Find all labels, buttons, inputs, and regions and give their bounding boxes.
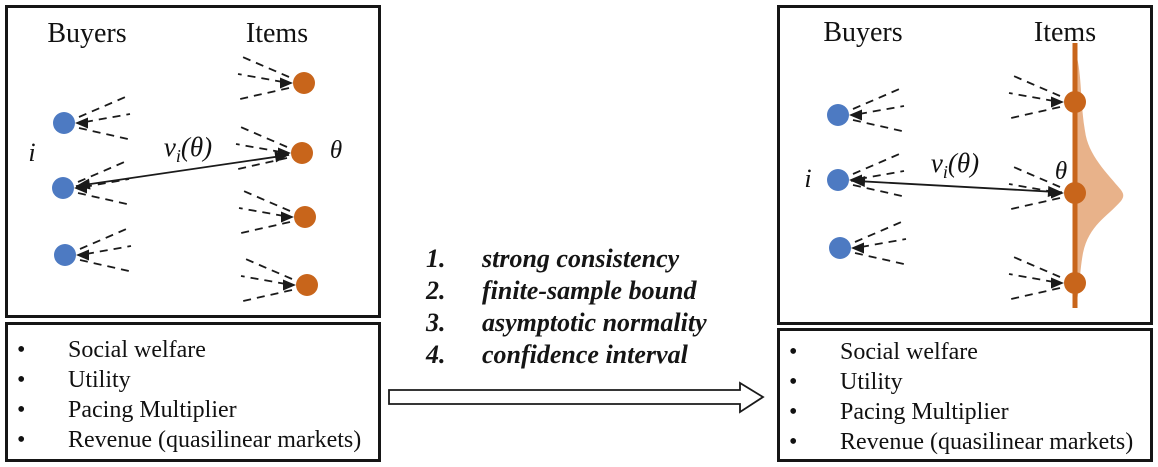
buyers-title: Buyers [823, 17, 902, 48]
dashed-bid-arrows [237, 54, 294, 100]
valuation-label: vi(θ) [164, 132, 212, 166]
buyer-node [53, 112, 75, 134]
item-type-label: θ [330, 137, 342, 164]
list-item: Social welfare [8, 335, 378, 365]
dashed-bid-arrows [850, 219, 907, 265]
buyer-node [827, 104, 849, 126]
result-number: 2. [426, 276, 446, 305]
buyer-index-label: i [804, 164, 811, 193]
valuation-arrow [850, 179, 1063, 194]
list-item: Pacing Multiplier [780, 397, 1150, 427]
item-node [1064, 182, 1086, 204]
left-market-panel [5, 5, 381, 318]
dashed-bid-arrows [848, 151, 905, 197]
buyer-node [52, 177, 74, 199]
list-item: Revenue (quasilinear markets) [8, 425, 378, 455]
result-label: asymptotic normality [482, 308, 707, 337]
dashed-bid-arrows [235, 124, 292, 170]
result-number: 1. [426, 244, 446, 273]
dashed-bid-arrows [75, 226, 132, 272]
list-item: Pacing Multiplier [8, 395, 378, 425]
list-item: Revenue (quasilinear markets) [780, 427, 1150, 457]
buyers-title: Buyers [47, 18, 126, 49]
result-label: finite-sample bound [482, 276, 697, 305]
item-node [291, 142, 313, 164]
implies-arrow-icon [388, 381, 765, 414]
items-title: Items [246, 18, 308, 49]
list-item-label: Utility [840, 369, 903, 395]
dashed-bid-arrows [1008, 254, 1065, 300]
result-number: 4. [426, 340, 446, 369]
result-item: 1. strong consistency [420, 243, 707, 275]
item-node [294, 206, 316, 228]
dashed-bid-arrows [240, 256, 297, 302]
result-item: 4. confidence interval [420, 339, 707, 371]
list-item-label: Social welfare [68, 337, 206, 363]
buyer-index-label: i [28, 138, 35, 167]
list-item-label: Revenue (quasilinear markets) [68, 427, 362, 453]
item-node [1064, 272, 1086, 294]
list-item-label: Pacing Multiplier [68, 397, 237, 423]
item-node [293, 72, 315, 94]
dashed-bid-arrows [848, 86, 905, 132]
result-item: 3. asymptotic normality [420, 307, 707, 339]
buyer-node [54, 244, 76, 266]
results-list: 1. strong consistency 2. finite-sample b… [420, 243, 707, 371]
list-item: Utility [780, 367, 1150, 397]
left-market-diagram: Buyers Items i θ vi(θ) [28, 18, 342, 302]
list-item: Social welfare [780, 337, 1150, 367]
dashed-bid-arrows [74, 94, 131, 140]
item-node [1064, 91, 1086, 113]
list-item: Utility [8, 365, 378, 395]
list-item-label: Utility [68, 367, 131, 393]
item-type-label: θ [1055, 158, 1067, 185]
valuation-label: vi(θ) [931, 148, 979, 182]
item-node [296, 274, 318, 296]
item-distribution-density [1075, 51, 1124, 308]
list-item-label: Social welfare [840, 339, 978, 365]
list-item-label: Pacing Multiplier [840, 399, 1009, 425]
right-market-diagram: Buyers Items i θ vi(θ) [804, 17, 1124, 308]
valuation-arrow [75, 154, 290, 187]
list-item-label: Revenue (quasilinear markets) [840, 429, 1134, 455]
dashed-bid-arrows [1008, 73, 1065, 119]
result-item: 2. finite-sample bound [420, 275, 707, 307]
right-quantities-panel: Social welfare Utility Pacing Multiplier… [777, 328, 1153, 462]
result-label: confidence interval [482, 340, 688, 369]
left-quantities-panel: Social welfare Utility Pacing Multiplier… [5, 322, 381, 462]
items-title: Items [1034, 17, 1096, 48]
result-number: 3. [426, 308, 446, 337]
dashed-bid-arrows [238, 188, 295, 234]
buyer-node [829, 237, 851, 259]
result-label: strong consistency [482, 244, 680, 273]
buyer-node [827, 169, 849, 191]
